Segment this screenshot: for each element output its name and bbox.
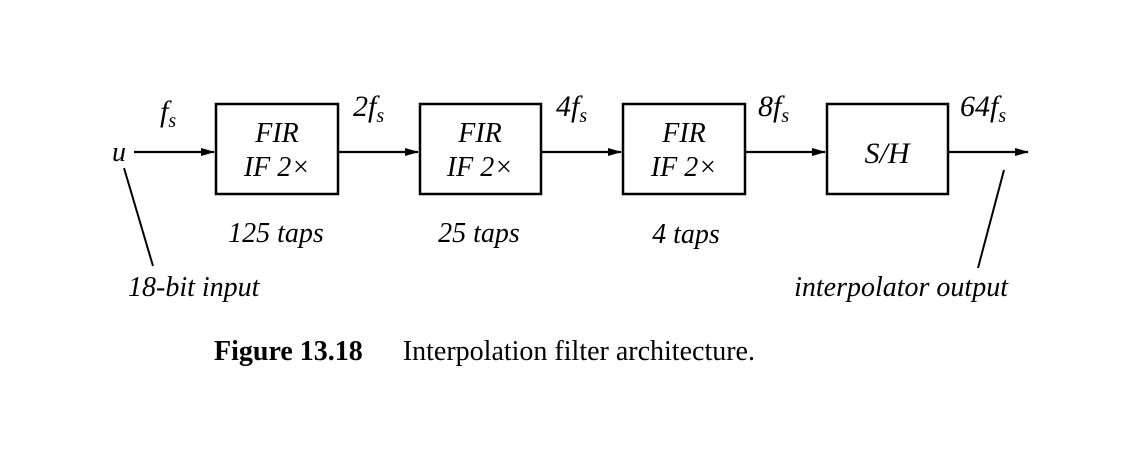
fir-block-2-factor: IF 2× <box>446 152 513 183</box>
fir-block-2-title: FIR <box>457 118 502 149</box>
figure-caption: Figure 13.18 Interpolation filter archite… <box>214 336 755 368</box>
rate-label-8fs: 8fs <box>758 90 789 127</box>
input-symbol: u <box>112 137 126 168</box>
rate-label-64fs: 64fs <box>960 90 1006 127</box>
fir-block-1 <box>214 102 340 196</box>
fir-block-3-factor: IF 2× <box>650 152 717 183</box>
figure-number: Figure 13.18 <box>214 336 363 367</box>
sample-hold-label: S/H <box>865 137 912 170</box>
sample-hold-block <box>825 102 950 196</box>
input-annotation: 18-bit input <box>128 272 261 303</box>
input-leader-line <box>123 167 154 267</box>
fir-block-3 <box>621 102 747 196</box>
output-leader-line <box>977 169 1005 269</box>
fir-block-1-factor: IF 2× <box>243 152 310 183</box>
fir-block-2-taps: 25 taps <box>438 218 520 249</box>
figure-caption-text: Interpolation filter architecture. <box>402 336 755 367</box>
fir-block-1-taps: 125 taps <box>228 218 324 249</box>
rate-label-input: fs <box>160 95 176 132</box>
fir-block-1-title: FIR <box>254 118 299 149</box>
rate-label-2fs: 2fs <box>353 90 384 127</box>
output-annotation: interpolator output <box>794 272 1009 303</box>
fir-block-3-taps: 4 taps <box>652 219 720 250</box>
fir-block-2 <box>418 102 543 196</box>
fir-block-3-title: FIR <box>661 118 706 149</box>
rate-label-4fs: 4fs <box>556 90 587 127</box>
